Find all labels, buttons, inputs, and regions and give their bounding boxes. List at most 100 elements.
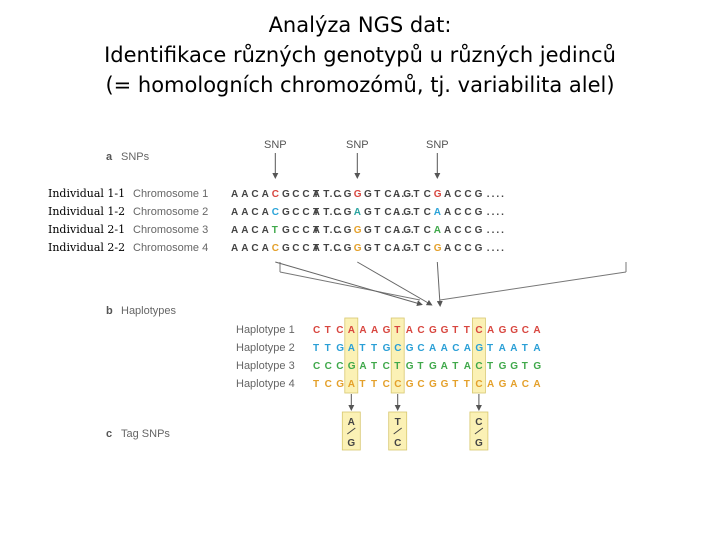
base-letter: A [444,243,451,254]
base-letter: C [424,243,431,254]
ellipsis-dots: .... [397,225,416,236]
haplotype-base: G [499,379,507,390]
haplotype-base: T [487,361,493,372]
chromosome-label-4: Chromosome 4 [133,242,208,254]
haplotype-base: T [313,379,319,390]
panel-a-letter: a [106,151,113,163]
base-letter: C [333,189,340,200]
haplotype-base: G [383,325,391,336]
haplotype-base: T [464,325,470,336]
base-letter: G [364,243,372,254]
base-letter: C [384,243,391,254]
base-letter: C [384,225,391,236]
haplotype-base: C [325,379,332,390]
base-letter: A [393,207,400,218]
base-letter: A [393,225,400,236]
haplotype-base: T [325,343,331,354]
haplotype-base: T [371,361,377,372]
base-letter: G [434,243,442,254]
base-letter: G [364,207,372,218]
base-letter: C [272,189,279,200]
base-letter: A [313,189,320,200]
base-letter: T [374,243,380,254]
base-letter: C [424,189,431,200]
base-letter: C [454,207,461,218]
tag-top-allele-3: C [475,417,482,428]
haplotype-base: C [313,325,320,336]
snp-column-highlight-1 [344,317,359,394]
base-letter: T [374,207,380,218]
base-letter: C [292,207,299,218]
haplotype-base: A [429,343,436,354]
converge-arrow-1 [275,261,423,307]
base-letter: T [313,225,319,236]
base-letter: A [313,243,320,254]
base-letter: G [403,207,411,218]
base-letter: G [364,225,372,236]
converge-arrow-3 [436,261,443,307]
haplotype-base: G [429,379,437,390]
base-letter: T [323,207,329,218]
haplotype-base: A [348,343,355,354]
chromosome-label-2: Chromosome 2 [133,206,208,218]
haplotype-base: G [406,343,414,354]
base-letter: G [475,243,483,254]
base-letter: C [384,207,391,218]
haplotype-base: T [325,325,331,336]
tag-bottom-allele-3: G [475,438,483,449]
base-letter: G [354,225,362,236]
tag-top-allele-1: A [348,417,355,428]
base-letter: A [434,225,441,236]
base-letter: A [262,189,269,200]
base-letter: C [333,225,340,236]
title-line-1: Analýza NGS dat: [268,13,452,37]
base-letter: G [354,189,362,200]
bracket-right-line [439,271,627,301]
base-letter: G [403,225,411,236]
base-letter: C [302,207,309,218]
haplotype-base: T [371,343,377,354]
snp-label-3: SNP [426,139,449,151]
haplotype-base: T [522,361,528,372]
snp-column-highlight-3 [471,317,486,394]
base-letter: A [313,225,320,236]
haplotype-base: A [533,343,540,354]
tag-slash-3 [474,427,484,435]
haplotype-base: C [325,361,332,372]
base-letter: T [413,243,419,254]
haplotype-base: A [348,379,355,390]
haplotype-base: C [522,379,529,390]
ellipsis-dots: .... [487,207,506,218]
panel-b-letter: b [106,305,113,317]
base-letter: T [374,189,380,200]
base-letter: A [444,189,451,200]
base-letter: C [302,189,309,200]
haplotype-base: T [452,361,458,372]
haplotype-base: A [533,325,540,336]
base-letter: G [282,207,290,218]
base-letter: T [313,243,319,254]
base-letter: G [434,189,442,200]
panel-a-label: SNPs [121,151,150,163]
ellipsis-dots: .... [487,225,506,236]
haplotype-base: C [383,379,390,390]
base-letter: T [374,225,380,236]
bracket-left-line [279,271,421,301]
haplotype-base: C [394,379,401,390]
base-letter: T [413,207,419,218]
base-letter: G [475,225,483,236]
base-letter: C [464,243,471,254]
base-letter: G [344,189,352,200]
haplotype-base: G [348,361,356,372]
base-letter: C [384,189,391,200]
haplotype-base: T [417,361,423,372]
haplotype-base: T [394,361,400,372]
base-letter: A [262,243,269,254]
base-letter: G [344,207,352,218]
haplotype-base: G [441,325,449,336]
base-letter: G [475,207,483,218]
base-letter: A [231,189,238,200]
base-letter: A [393,243,400,254]
